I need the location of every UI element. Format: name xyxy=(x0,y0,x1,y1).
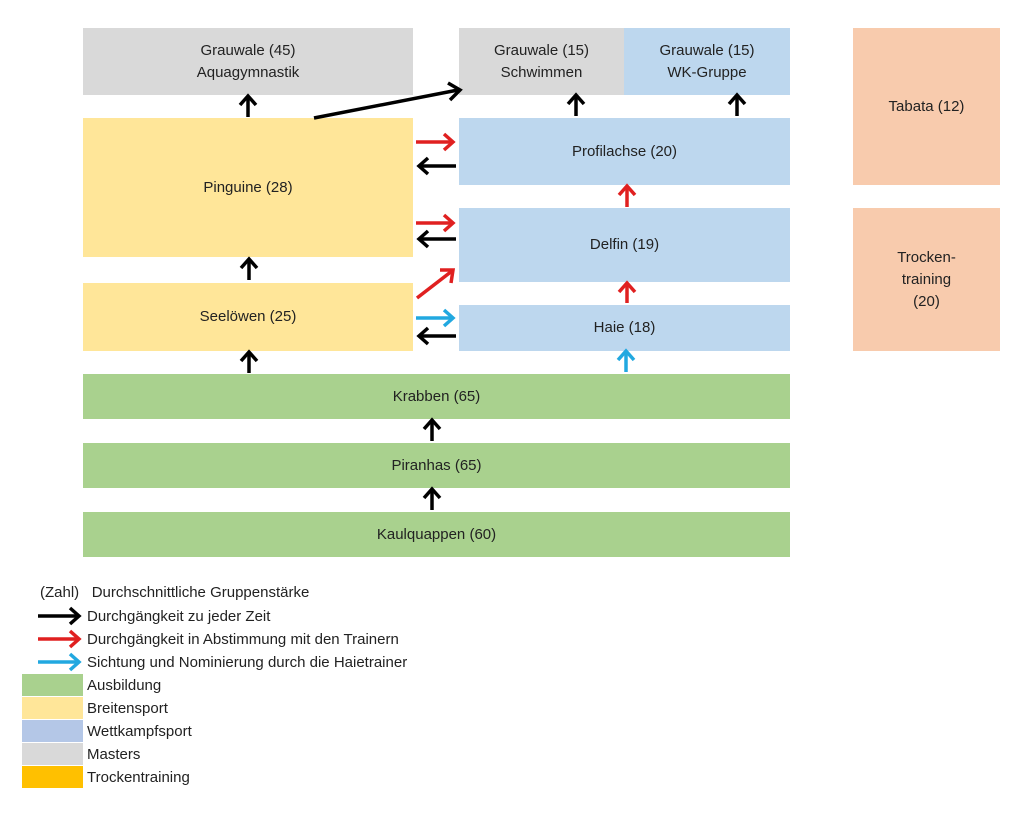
delfin-label: Delfin (19) xyxy=(589,236,660,253)
arrow-to-schwimmen xyxy=(566,92,586,116)
schwimmen-count-label: Grauwale (15) xyxy=(493,41,590,59)
box-grauwale-aquagymnastik: Grauwale (45) Aquagymnastik xyxy=(83,28,413,95)
legend-breitensport-label: Breitensport xyxy=(87,699,168,717)
arrow-delfin-to-pinguine xyxy=(416,229,456,249)
box-seeloewen: Seelöwen (25) xyxy=(83,283,413,351)
legend-zahl-key: (Zahl) xyxy=(40,584,80,601)
pinguine-label: Pinguine (28) xyxy=(203,178,293,196)
breitensport-swatch xyxy=(22,697,83,719)
legend-ausbildung: Ausbildung xyxy=(22,674,161,696)
tabata-label: Tabata (12) xyxy=(888,97,965,115)
box-haie: Haie (18) xyxy=(459,305,790,351)
arrow-to-wkgruppe xyxy=(727,92,747,116)
arrow-pinguine-to-aquagym xyxy=(238,93,258,117)
legend-black-arrow-label: Durchgängkeit zu jeder Zeit xyxy=(87,607,271,625)
arrow-seeloewen-to-delfin xyxy=(415,268,456,300)
piranhas-label: Piranhas (65) xyxy=(391,456,482,474)
box-trockentraining: Trocken- training (20) xyxy=(853,208,1000,351)
box-grauwale-wk-gruppe: Grauwale (15) WK-Gruppe xyxy=(624,28,790,95)
trocken-label-line3: (20) xyxy=(913,292,940,310)
arrow-krabben-to-haie xyxy=(616,348,636,372)
trockentraining-swatch xyxy=(22,766,83,788)
trocken-label-line1: Trocken- xyxy=(897,248,956,266)
wkgruppe-count-label: Grauwale (15) xyxy=(659,41,755,59)
legend-masters: Masters xyxy=(22,743,140,765)
wkgruppe-name-label: WK-Gruppe xyxy=(667,63,747,81)
haie-label: Haie (18) xyxy=(593,319,656,336)
black-arrow-icon xyxy=(38,606,82,626)
trocken-label-line2: training xyxy=(901,270,952,288)
profilachse-label: Profilachse (20) xyxy=(571,142,678,160)
cyan-arrow-icon xyxy=(38,652,82,672)
krabben-label: Krabben (65) xyxy=(392,387,481,405)
legend-red-arrow-label: Durchgängkeit in Abstimmung mit den Trai… xyxy=(87,630,399,648)
legend-ausbildung-label: Ausbildung xyxy=(87,676,162,694)
legend-trockentraining-label: Trockentraining xyxy=(87,768,190,786)
legend-breitensport: Breitensport xyxy=(22,697,168,719)
box-piranhas: Piranhas (65) xyxy=(83,443,790,488)
arrow-pinguine-to-profilachse xyxy=(416,132,456,152)
arrow-haie-to-delfin xyxy=(617,280,637,303)
arrow-seeloewen-to-haie xyxy=(416,308,456,328)
seeloewen-label: Seelöwen (25) xyxy=(199,308,297,325)
arrow-pinguine-to-schwimmen xyxy=(313,81,463,120)
aquagym-name-label: Aquagymnastik xyxy=(196,63,300,81)
legend-trockentraining: Trockentraining xyxy=(22,766,190,788)
arrow-kaulquappen-to-piranhas xyxy=(422,486,442,510)
legend-cyan-arrow-label: Sichtung und Nominierung durch die Haiet… xyxy=(87,653,408,671)
arrow-delfin-to-profilachse xyxy=(617,183,637,207)
arrow-piranhas-to-krabben xyxy=(422,417,442,441)
legend-wettkampfsport-label: Wettkampfsport xyxy=(87,722,192,740)
masters-swatch xyxy=(22,743,83,765)
ausbildung-swatch xyxy=(22,674,83,696)
legend-zahl-text: Durchschnittliche Gruppenstärke xyxy=(91,584,310,601)
legend-black-arrow: Durchgängkeit zu jeder Zeit xyxy=(22,605,270,627)
wettkampfsport-swatch xyxy=(22,720,83,742)
red-arrow-icon xyxy=(38,629,82,649)
legend-cyan-arrow: Sichtung und Nominierung durch die Haiet… xyxy=(22,651,407,673)
legend-red-arrow: Durchgängkeit in Abstimmung mit den Trai… xyxy=(22,628,399,650)
box-profilachse: Profilachse (20) xyxy=(459,118,790,185)
box-delfin: Delfin (19) xyxy=(459,208,790,282)
arrow-pinguine-to-delfin xyxy=(416,213,456,233)
arrow-seeloewen-to-pinguine xyxy=(239,256,259,280)
box-tabata: Tabata (12) xyxy=(853,28,1000,185)
box-krabben: Krabben (65) xyxy=(83,374,790,419)
legend-zahl: (Zahl) Durchschnittliche Gruppenstärke xyxy=(40,582,309,604)
arrow-haie-to-seeloewen xyxy=(416,326,456,346)
kaulquappen-label: Kaulquappen (60) xyxy=(376,525,497,543)
arrow-profilachse-to-pinguine xyxy=(416,156,456,176)
aquagym-count-label: Grauwale (45) xyxy=(200,41,296,59)
box-pinguine: Pinguine (28) xyxy=(83,118,413,257)
box-kaulquappen: Kaulquappen (60) xyxy=(83,512,790,557)
arrow-krabben-to-seeloewen xyxy=(239,349,259,373)
schwimmen-name-label: Schwimmen xyxy=(500,63,583,81)
box-grauwale-schwimmen: Grauwale (15) Schwimmen xyxy=(459,28,624,95)
legend-wettkampfsport: Wettkampfsport xyxy=(22,720,192,742)
legend-masters-label: Masters xyxy=(87,745,141,763)
